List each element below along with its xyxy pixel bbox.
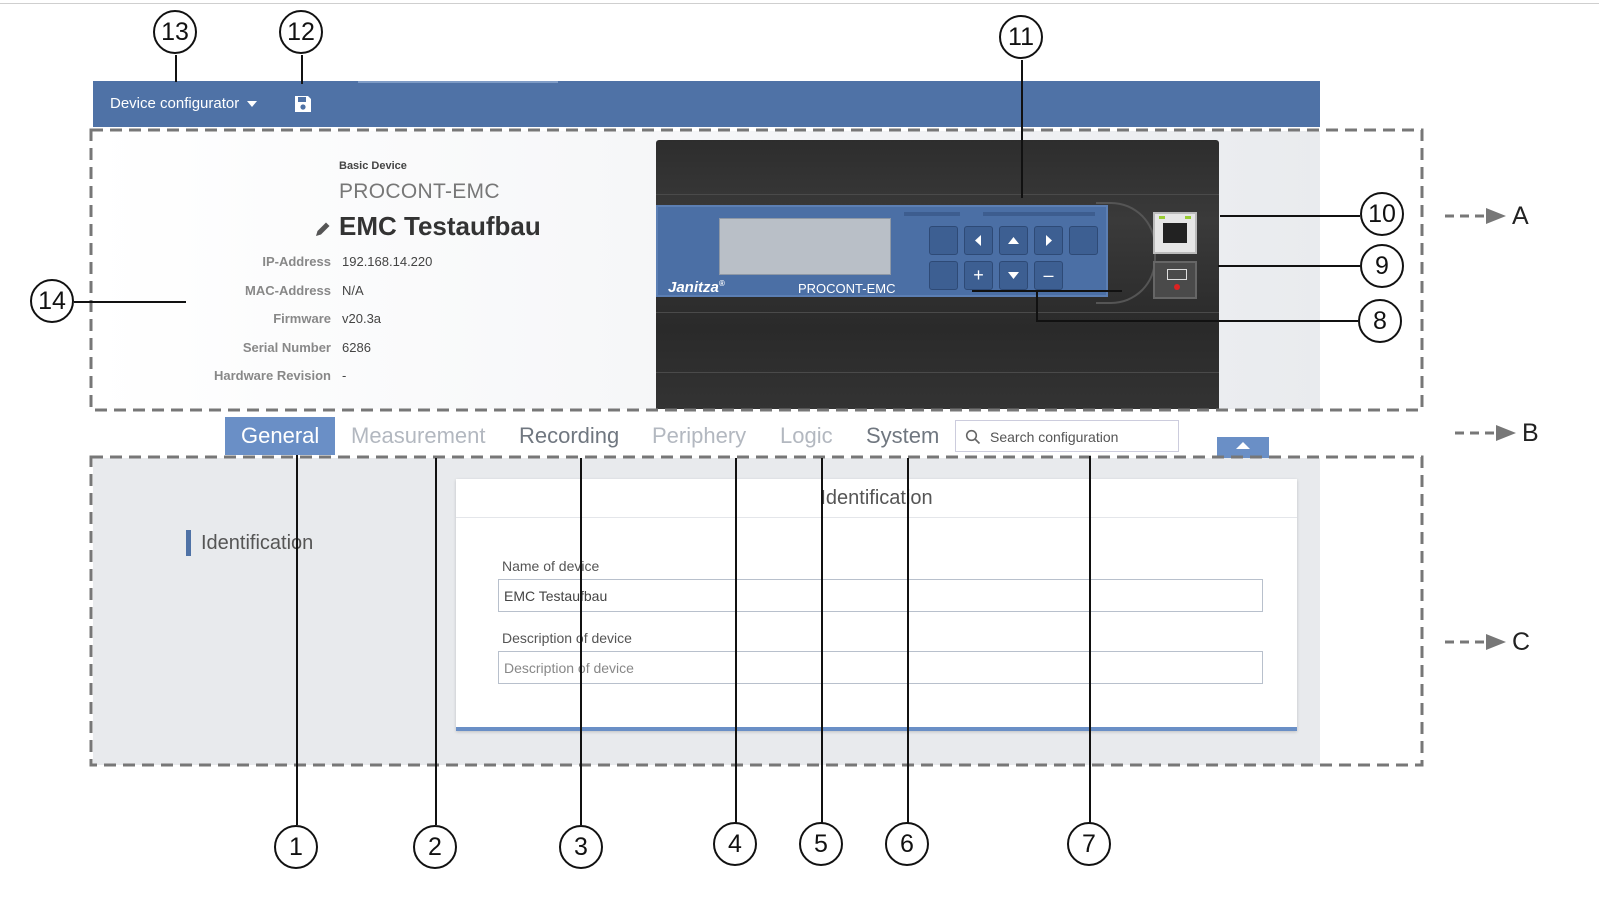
chevron-up-icon (1236, 442, 1250, 449)
blank-key[interactable] (1069, 226, 1098, 255)
name-of-device-label: Name of device (502, 558, 600, 574)
region-label-a: A (1512, 202, 1529, 230)
save-icon[interactable] (293, 94, 313, 114)
brand-logo: Janitza® (668, 279, 725, 296)
up-key[interactable] (999, 226, 1028, 255)
sidebar-item-identification[interactable]: Identification (186, 530, 313, 556)
detail-value: - (342, 368, 347, 383)
search-icon (965, 429, 981, 445)
region-c-frame (89, 455, 1424, 767)
callout-3: 3 (559, 825, 603, 869)
device-rib (656, 372, 1219, 373)
blank-key[interactable] (929, 261, 958, 290)
name-of-device-input[interactable] (498, 579, 1263, 612)
tab-logic[interactable]: Logic (780, 423, 833, 448)
selection-bar (186, 530, 191, 556)
identification-card: Identification Name of device Descriptio… (456, 479, 1297, 731)
arrow-right-icon (1046, 235, 1052, 246)
tab-periphery[interactable]: Periphery (652, 423, 747, 448)
usb-icon (1167, 269, 1187, 280)
basic-device-label: Basic Device (339, 160, 407, 172)
led-indicator (1159, 216, 1165, 219)
detail-value: 192.168.14.220 (342, 254, 433, 269)
callout-12: 12 (279, 10, 323, 54)
ethernet-port[interactable] (1153, 212, 1197, 254)
device-display (719, 218, 891, 275)
pencil-icon[interactable] (313, 219, 333, 239)
callout-6: 6 (885, 822, 929, 866)
description-of-device-label: Description of device (502, 630, 632, 646)
tab-general[interactable]: General (225, 417, 336, 455)
device-rib (656, 194, 1219, 195)
callout-10: 10 (1360, 192, 1404, 236)
callout-4: 4 (713, 822, 757, 866)
arrow-up-icon (1008, 237, 1019, 244)
caret-down-icon (247, 100, 258, 107)
minus-key[interactable]: – (1034, 261, 1063, 290)
toolbar-highlight (358, 81, 558, 83)
description-of-device-input[interactable] (498, 651, 1263, 684)
device-configurator-menu[interactable]: Device configurator (110, 95, 258, 112)
detail-value: N/A (342, 283, 364, 298)
tab-recording[interactable]: Recording (519, 423, 620, 448)
callout-8: 8 (1358, 299, 1402, 343)
blank-key[interactable] (929, 226, 958, 255)
region-label-c: C (1512, 628, 1531, 656)
app-toolbar: Device configurator (93, 81, 1320, 127)
status-led (1174, 284, 1180, 290)
left-key[interactable] (964, 226, 993, 255)
callout-1: 1 (274, 825, 318, 869)
top-divider (0, 3, 1599, 4)
right-key[interactable] (1034, 226, 1063, 255)
tab-bar: General Measurement Recording Periphery … (93, 414, 1320, 458)
led-indicator (1185, 216, 1191, 219)
detail-label: Firmware (273, 311, 331, 326)
search-input[interactable] (988, 426, 1176, 448)
region-c-arrowhead-icon (1486, 634, 1506, 650)
callout-2: 2 (413, 825, 457, 869)
ethernet-jack-icon (1163, 223, 1187, 243)
arrow-down-icon (1008, 272, 1019, 279)
collapse-header-button[interactable] (1217, 437, 1269, 458)
plus-key[interactable]: + (964, 261, 993, 290)
detail-label: Hardware Revision (213, 368, 331, 383)
region-a-arrowhead-icon (1486, 208, 1506, 224)
device-model-label: PROCONT-EMC (798, 281, 896, 296)
arrow-left-icon (975, 235, 981, 246)
search-box (955, 420, 1179, 452)
detail-label: IP-Address (262, 254, 331, 269)
device-image: Janitza® PROCONT-EMC + – (656, 140, 1219, 409)
device-front-panel: Janitza® PROCONT-EMC + – (656, 205, 1108, 297)
callout-11: 11 (999, 15, 1043, 59)
callout-9: 9 (1360, 244, 1404, 288)
device-header: Basic Device PROCONT-EMC EMC Testaufbau … (93, 131, 1320, 409)
usb-port[interactable] (1153, 261, 1197, 299)
region-a-frame (89, 128, 1424, 412)
device-model: PROCONT-EMC (339, 180, 500, 203)
device-rib (656, 312, 1219, 313)
detail-label: MAC-Address (245, 283, 331, 298)
detail-value: 6286 (342, 340, 371, 355)
device-name: EMC Testaufbau (339, 211, 541, 241)
detail-value: v20.3a (342, 311, 382, 326)
callout-13: 13 (153, 10, 197, 54)
card-title: Identification (456, 479, 1297, 518)
region-b-arrowhead-icon (1496, 425, 1516, 441)
callout-14: 14 (30, 279, 74, 323)
indicator-strip (983, 212, 1095, 216)
callout-7: 7 (1067, 822, 1111, 866)
leader-line-8b (1036, 291, 1358, 322)
sidebar-item-label: Identification (201, 531, 314, 554)
detail-label: Serial Number (242, 340, 331, 355)
tab-system[interactable]: System (866, 423, 940, 448)
indicator-strip (904, 212, 960, 216)
tab-measurement[interactable]: Measurement (351, 423, 486, 448)
device-configurator-label: Device configurator (110, 95, 240, 112)
region-label-b: B (1522, 419, 1539, 447)
down-key[interactable] (999, 261, 1028, 290)
callout-5: 5 (799, 822, 843, 866)
